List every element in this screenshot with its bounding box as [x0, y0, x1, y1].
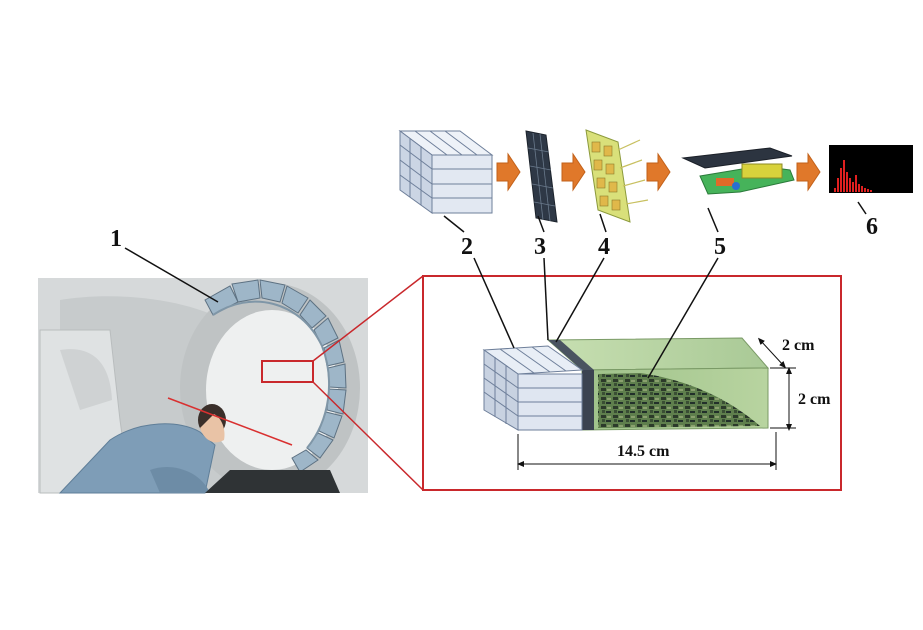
- depth-label: 2 cm: [782, 337, 815, 354]
- leader-lines: [124, 201, 867, 379]
- label-5: 5: [714, 234, 726, 260]
- crystal-module: [482, 345, 584, 431]
- label-6: 6: [866, 214, 878, 240]
- readout-electronics: [681, 147, 795, 195]
- highlight-box: [261, 360, 314, 383]
- label-4: 4: [598, 234, 610, 260]
- label-2: 2: [461, 234, 473, 260]
- flow-arrows: [496, 152, 821, 192]
- scanner-scene: [38, 278, 368, 494]
- length-label: 14.5 cm: [617, 443, 670, 460]
- zoom-box: [422, 275, 842, 491]
- readout-board: [585, 129, 649, 223]
- patient: [58, 404, 340, 494]
- label-3: 3: [534, 234, 546, 260]
- photodetector-array: [525, 130, 558, 223]
- height-label: 2 cm: [798, 391, 831, 408]
- zoom-connectors: [312, 275, 424, 491]
- detector-module: [482, 337, 770, 431]
- dimension-lines: [517, 337, 796, 470]
- crystal-array: [398, 130, 494, 214]
- energy-spectrum: [829, 145, 913, 193]
- label-1: 1: [110, 226, 122, 252]
